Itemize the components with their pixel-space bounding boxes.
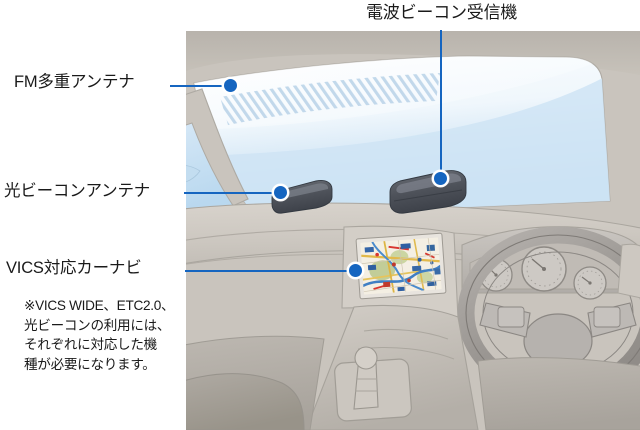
navigation-display[interactable] xyxy=(355,232,447,300)
gauge-right xyxy=(573,266,607,300)
callout-label-optical-beacon: 光ビーコンアンテナ xyxy=(4,182,151,200)
fm-antenna-hatching xyxy=(220,73,440,125)
windshield xyxy=(193,55,611,210)
leader-line-optical-beacon xyxy=(184,192,280,194)
roof-headliner xyxy=(186,31,640,75)
gear-shift-lever[interactable] xyxy=(353,346,379,410)
footnote-line-1: ※VICS WIDE、ETC2.0、 xyxy=(24,298,175,313)
hotspot-dot-radio-beacon[interactable] xyxy=(432,170,449,187)
leader-line-vics-navi xyxy=(185,270,355,272)
footnote-block: ※VICS WIDE、ETC2.0、 光ビーコンの利用には、 それぞれに対応した… xyxy=(24,296,182,375)
right-door-trim xyxy=(617,243,640,299)
gauge-center xyxy=(521,246,567,292)
hotspot-dot-vics-navi[interactable] xyxy=(347,262,364,279)
hotspot-dot-fm-antenna[interactable] xyxy=(222,77,239,94)
callout-label-fm-antenna: FM多重アンテナ xyxy=(14,73,135,91)
navigation-map-content xyxy=(360,237,442,295)
illustration-body xyxy=(186,31,640,430)
seat-edge xyxy=(186,373,305,430)
callout-label-radio-beacon: 電波ビーコン受信機 xyxy=(366,3,518,22)
a-pillar-and-side-window xyxy=(186,88,249,210)
leader-line-fm-antenna xyxy=(170,85,230,87)
footnote-line-3: それぞれに対応した機 xyxy=(24,337,157,353)
footnote-line-2: 光ビーコンの利用には、 xyxy=(24,317,171,333)
car-interior-illustration xyxy=(186,31,640,430)
center-console xyxy=(305,304,479,430)
leader-line-radio-beacon xyxy=(440,30,442,178)
hotspot-dot-optical-beacon[interactable] xyxy=(272,184,289,201)
footnote-line-4: 種が必要になります。 xyxy=(24,357,156,373)
callout-label-vics-navi: VICS対応カーナビ xyxy=(6,259,142,277)
